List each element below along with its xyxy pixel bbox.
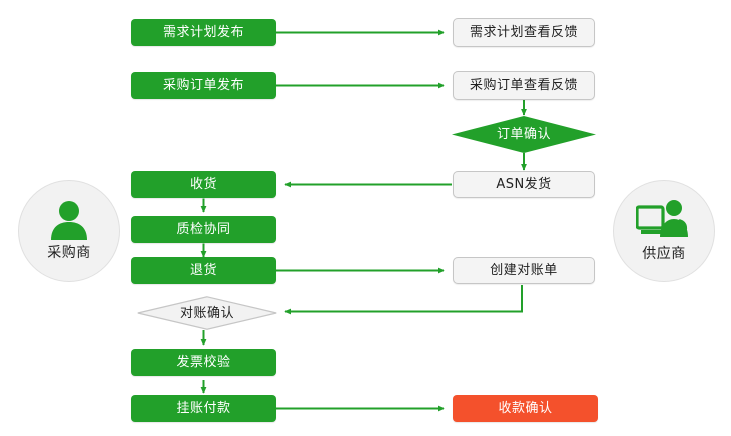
person-icon — [48, 200, 90, 240]
node-quality-collaboration[interactable]: 质检协同 — [131, 216, 276, 243]
node-order-confirm-label: 订单确认 — [496, 127, 551, 142]
actor-supplier-label: 供应商 — [642, 246, 686, 262]
node-asn-shipment[interactable]: ASN发货 — [453, 171, 595, 198]
node-receive-goods[interactable]: 收货 — [131, 171, 276, 198]
node-payment-booking[interactable]: 挂账付款 — [131, 395, 276, 422]
node-create-statement[interactable]: 创建对账单 — [453, 257, 595, 284]
node-reconcile-confirm-label: 对账确认 — [179, 305, 234, 321]
node-return-goods[interactable]: 退货 — [131, 257, 276, 284]
node-demand-plan-feedback[interactable]: 需求计划查看反馈 — [453, 18, 595, 47]
actor-supplier: 供应商 — [613, 180, 715, 282]
node-order-confirm[interactable]: 订单确认 — [452, 116, 596, 153]
node-reconcile-confirm[interactable]: 对账确认 — [137, 296, 277, 330]
actor-buyer: 采购商 — [18, 180, 120, 282]
node-demand-plan-publish[interactable]: 需求计划发布 — [131, 19, 276, 46]
person-at-computer-icon — [635, 199, 692, 241]
actor-buyer-label: 采购商 — [47, 245, 91, 261]
node-purchase-order-publish[interactable]: 采购订单发布 — [131, 72, 276, 99]
node-receipt-confirm[interactable]: 收款确认 — [453, 395, 598, 422]
edge-statement-to-reconcile — [284, 285, 523, 315]
node-purchase-order-feedback[interactable]: 采购订单查看反馈 — [453, 71, 595, 100]
node-invoice-check[interactable]: 发票校验 — [131, 349, 276, 376]
